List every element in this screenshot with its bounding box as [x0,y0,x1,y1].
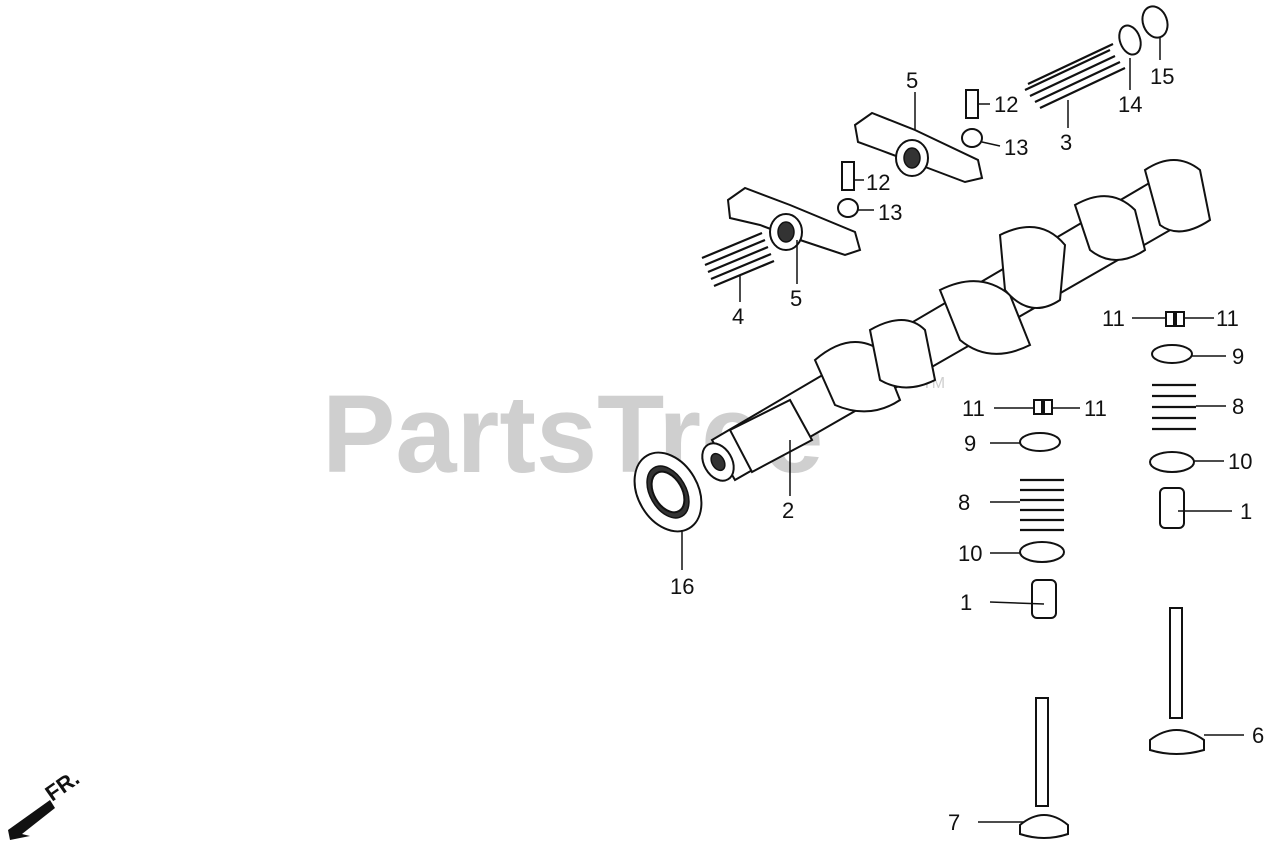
callout-1a[interactable]: 1 [960,590,972,615]
callout-11a[interactable]: 11 [962,396,985,421]
front-direction-label: FR. [41,765,84,806]
lock-nut-lower-part[interactable] [837,198,859,218]
callout-12a[interactable]: 12 [994,92,1018,117]
callout-14[interactable]: 14 [1118,92,1142,117]
callout-16[interactable]: 16 [670,574,694,599]
rocker-arm-lower-part[interactable] [726,186,862,257]
lock-nut-upper-part[interactable] [961,128,983,148]
callout-6[interactable]: 6 [1252,723,1264,748]
callout-13b[interactable]: 13 [878,200,902,225]
cotter-right-part[interactable] [1165,311,1185,327]
callout-9a[interactable]: 9 [964,431,976,456]
callout-10b[interactable]: 10 [1228,449,1252,474]
callout-10a[interactable]: 10 [958,541,982,566]
callout-11c[interactable]: 11 [1102,306,1125,331]
valve-spring-left-part[interactable] [1020,478,1064,532]
rocker-arm-upper-part[interactable] [853,111,984,184]
rocker-spring-4-part[interactable] [701,231,775,288]
rocker-spring-3-part[interactable] [1024,43,1126,109]
callout-1b[interactable]: 1 [1240,499,1252,524]
camshaft-part[interactable] [696,159,1212,486]
retainer-left-part[interactable] [1019,432,1061,452]
callout-labels: 1 1 2 3 4 5 5 6 7 8 8 9 9 10 10 11 11 11… [670,64,1264,835]
callout-4[interactable]: 4 [732,304,744,329]
valve-guide-right-part[interactable] [1159,487,1185,529]
callout-2[interactable]: 2 [782,498,794,523]
callout-5a[interactable]: 5 [906,68,918,93]
callout-8b[interactable]: 8 [1232,394,1244,419]
callout-15[interactable]: 15 [1150,64,1174,89]
callout-8a[interactable]: 8 [958,490,970,515]
callout-5b[interactable]: 5 [790,286,802,311]
callout-3[interactable]: 3 [1060,130,1072,155]
washer-14-part[interactable] [1115,22,1144,57]
front-direction-arrow-icon [8,800,55,840]
adjusting-screw-lower-part[interactable] [841,161,855,191]
washer-15-part[interactable] [1138,3,1171,41]
leader-lines [681,38,1244,823]
cotter-left-part[interactable] [1033,399,1053,415]
valve-spring-right-part[interactable] [1152,383,1196,431]
callout-13a[interactable]: 13 [1004,135,1028,160]
exhaust-valve-part[interactable] [1149,607,1205,755]
stem-seal-right-part[interactable] [1149,451,1195,473]
retainer-right-part[interactable] [1151,344,1193,364]
stem-seal-left-part[interactable] [1019,541,1065,563]
callout-11b[interactable]: 11 [1084,396,1107,421]
callout-12b[interactable]: 12 [866,170,890,195]
oil-seal-part[interactable] [621,441,715,544]
adjusting-screw-upper-part[interactable] [965,89,979,119]
callout-9b[interactable]: 9 [1232,344,1244,369]
callout-11d[interactable]: 11 [1216,306,1239,331]
valve-guide-left-part[interactable] [1031,579,1057,619]
callout-7[interactable]: 7 [948,810,960,835]
intake-valve-part[interactable] [1019,697,1069,839]
